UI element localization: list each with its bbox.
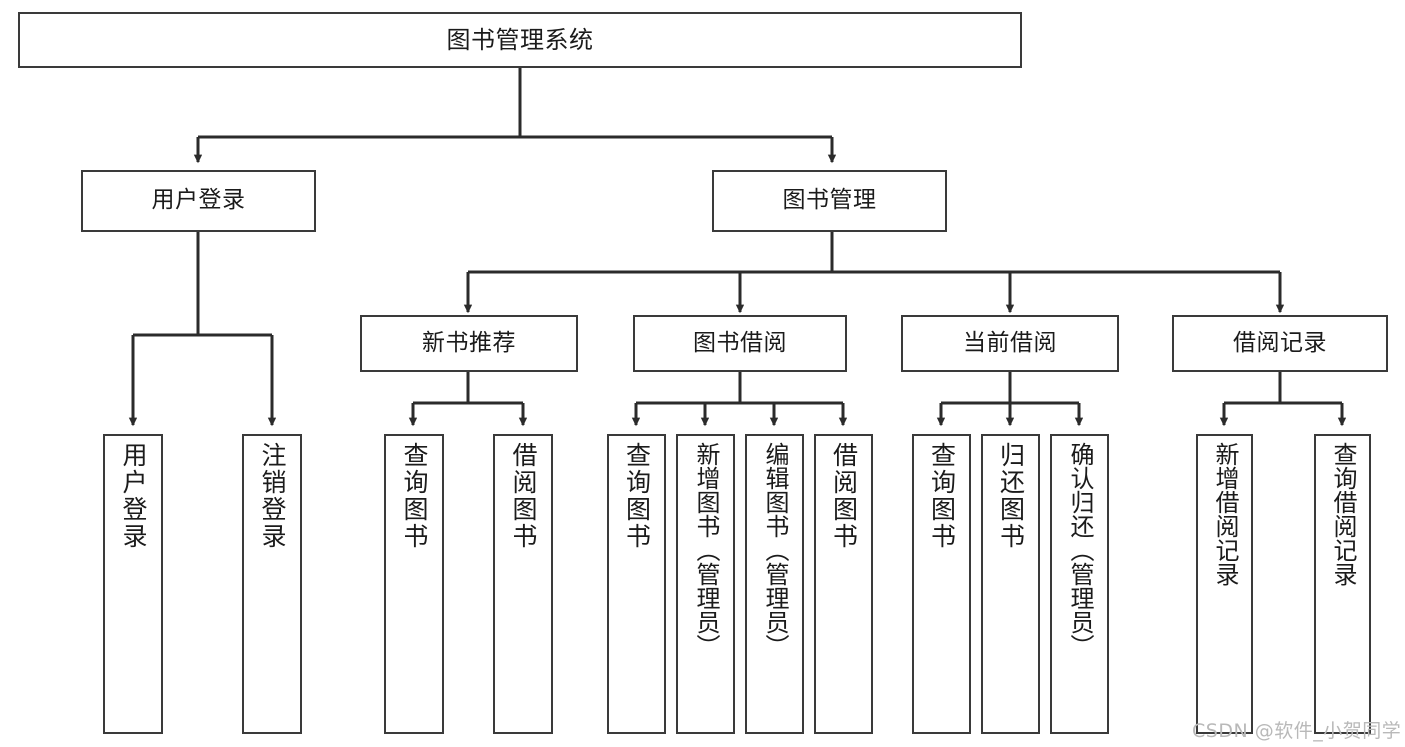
node-new-book-recommend[interactable]: 新书推荐 xyxy=(360,315,578,372)
node-leaf-book-borrow-borrow[interactable]: 借阅图书 xyxy=(814,434,873,734)
node-leaf-book-borrow-add[interactable]: 新增图书（管理员） xyxy=(676,434,735,734)
node-leaf-new-book-query[interactable]: 查询图书 xyxy=(384,434,444,734)
node-leaf-book-borrow-query-label: 查询图书 xyxy=(622,442,652,550)
node-book-borrow-label: 图书借阅 xyxy=(693,329,787,356)
node-leaf-book-borrow-query[interactable]: 查询图书 xyxy=(607,434,666,734)
csdn-watermark: CSDN @软件_小贺同学 xyxy=(1192,720,1402,742)
node-root-system-label: 图书管理系统 xyxy=(446,25,594,54)
node-leaf-new-book-query-label: 查询图书 xyxy=(400,442,429,550)
node-leaf-book-borrow-borrow-label: 借阅图书 xyxy=(829,442,859,550)
node-book-management[interactable]: 图书管理 xyxy=(712,170,947,232)
node-leaf-new-book-borrow-label: 借阅图书 xyxy=(509,442,538,550)
node-leaf-current-borrow-confirm[interactable]: 确认归还（管理员） xyxy=(1050,434,1109,734)
node-borrow-record-label: 借阅记录 xyxy=(1233,329,1327,356)
node-leaf-current-borrow-return-label: 归还图书 xyxy=(996,442,1026,550)
node-leaf-current-borrow-query[interactable]: 查询图书 xyxy=(912,434,971,734)
node-leaf-current-borrow-confirm-label: 确认归还（管理员） xyxy=(1065,442,1094,658)
node-leaf-new-book-borrow[interactable]: 借阅图书 xyxy=(493,434,553,734)
node-book-borrow[interactable]: 图书借阅 xyxy=(633,315,847,372)
node-leaf-user-login-logout[interactable]: 注销登录 xyxy=(242,434,302,734)
node-current-borrow-label: 当前借阅 xyxy=(963,329,1057,356)
node-leaf-user-login-login-label: 用户登录 xyxy=(119,442,148,550)
node-current-borrow[interactable]: 当前借阅 xyxy=(901,315,1119,372)
node-user-login-label: 用户登录 xyxy=(151,187,246,214)
node-leaf-borrow-record-query[interactable]: 查询借阅记录 xyxy=(1314,434,1371,734)
node-leaf-user-login-logout-label: 注销登录 xyxy=(258,442,287,550)
node-borrow-record[interactable]: 借阅记录 xyxy=(1172,315,1388,372)
node-leaf-borrow-record-add[interactable]: 新增借阅记录 xyxy=(1196,434,1253,734)
node-leaf-current-borrow-return[interactable]: 归还图书 xyxy=(981,434,1040,734)
node-leaf-borrow-record-query-label: 查询借阅记录 xyxy=(1328,442,1357,586)
node-leaf-borrow-record-add-label: 新增借阅记录 xyxy=(1210,442,1239,586)
node-root-system[interactable]: 图书管理系统 xyxy=(18,12,1022,68)
node-leaf-book-borrow-add-label: 新增图书（管理员） xyxy=(691,442,720,658)
node-leaf-book-borrow-edit[interactable]: 编辑图书（管理员） xyxy=(745,434,804,734)
node-leaf-book-borrow-edit-label: 编辑图书（管理员） xyxy=(760,442,789,658)
node-book-management-label: 图书管理 xyxy=(782,187,877,214)
node-leaf-current-borrow-query-label: 查询图书 xyxy=(927,442,957,550)
node-leaf-user-login-login[interactable]: 用户登录 xyxy=(103,434,163,734)
node-user-login[interactable]: 用户登录 xyxy=(81,170,316,232)
node-new-book-recommend-label: 新书推荐 xyxy=(422,329,516,356)
